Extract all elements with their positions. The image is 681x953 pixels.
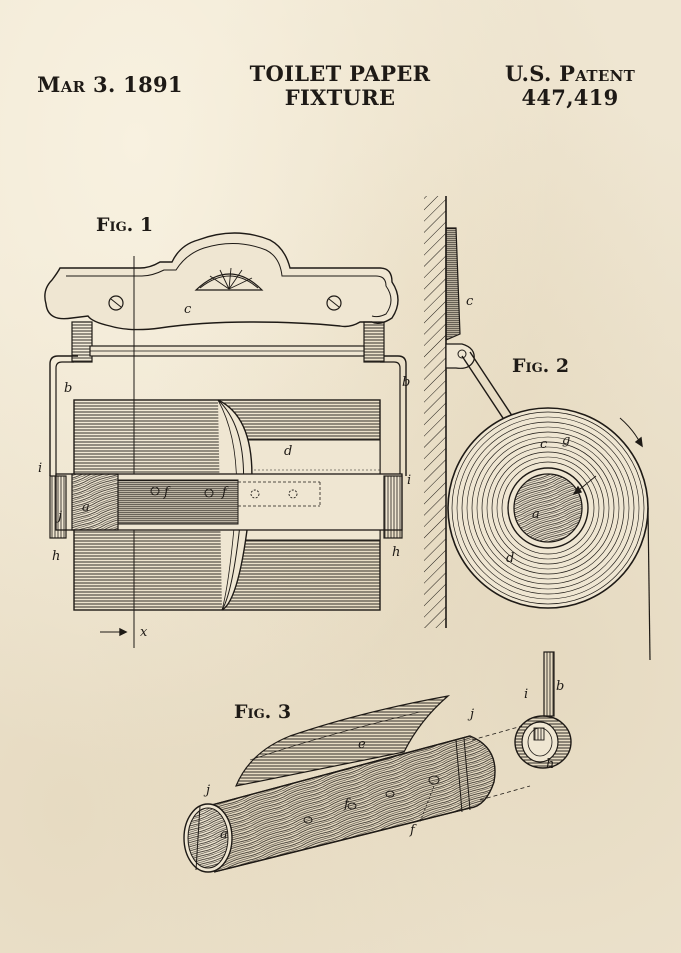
fig-1-label: Fig. 1 xyxy=(96,214,154,236)
ref-h-fig3: h xyxy=(546,757,554,772)
ref-b-left: b xyxy=(64,381,72,396)
ref-d-fig1: d xyxy=(284,444,292,459)
ref-h-right: h xyxy=(392,545,400,560)
title-line-2: FIXTURE xyxy=(284,85,396,110)
ref-j-fig3-right: j xyxy=(467,707,474,722)
patent-line-1: U.S. Patent xyxy=(504,61,636,86)
ref-h-left: h xyxy=(52,549,60,564)
ref-i-fig3: i xyxy=(524,687,528,702)
fig-1-drawing xyxy=(44,232,407,648)
ref-i-right: i xyxy=(407,473,411,488)
fig-3-label: Fig. 3 xyxy=(234,701,292,723)
ref-c-fig2b: c xyxy=(540,437,548,452)
ref-a-fig1: a xyxy=(82,500,90,515)
ref-d-fig2: d xyxy=(506,551,514,566)
ref-a-fig2: a xyxy=(532,507,540,522)
ref-f-fig1a: f xyxy=(163,485,171,500)
ref-f-fig1b: f xyxy=(221,485,229,500)
ref-f-fig3b: f xyxy=(409,823,417,838)
patent-date: Mar 3. 1891 xyxy=(37,72,183,97)
ref-b-fig3: b xyxy=(556,679,564,694)
ref-g-fig2: g xyxy=(562,433,570,448)
ref-f-fig3a: f xyxy=(343,797,351,812)
ref-x-fig1: x xyxy=(140,625,148,640)
ref-c-fig2: c xyxy=(466,294,474,309)
fig-2-label: Fig. 2 xyxy=(512,355,570,377)
fig-2-drawing xyxy=(424,196,651,661)
ref-a-fig3: a xyxy=(220,827,228,842)
ref-j-fig3-left: j xyxy=(203,783,210,798)
patent-line-2: 447,419 xyxy=(521,85,619,110)
ref-j-fig1: j xyxy=(55,509,62,524)
ref-c-fig1: c xyxy=(184,302,192,317)
fig-3-drawing xyxy=(183,651,572,873)
ref-i-left: i xyxy=(38,461,42,476)
patent-title: TOILET PAPER FIXTURE xyxy=(215,62,465,110)
patent-number: U.S. Patent 447,419 xyxy=(480,62,660,110)
ref-e-fig3: e xyxy=(358,737,366,752)
ref-b-right: b xyxy=(402,375,410,390)
title-line-1: TOILET PAPER xyxy=(249,61,431,86)
